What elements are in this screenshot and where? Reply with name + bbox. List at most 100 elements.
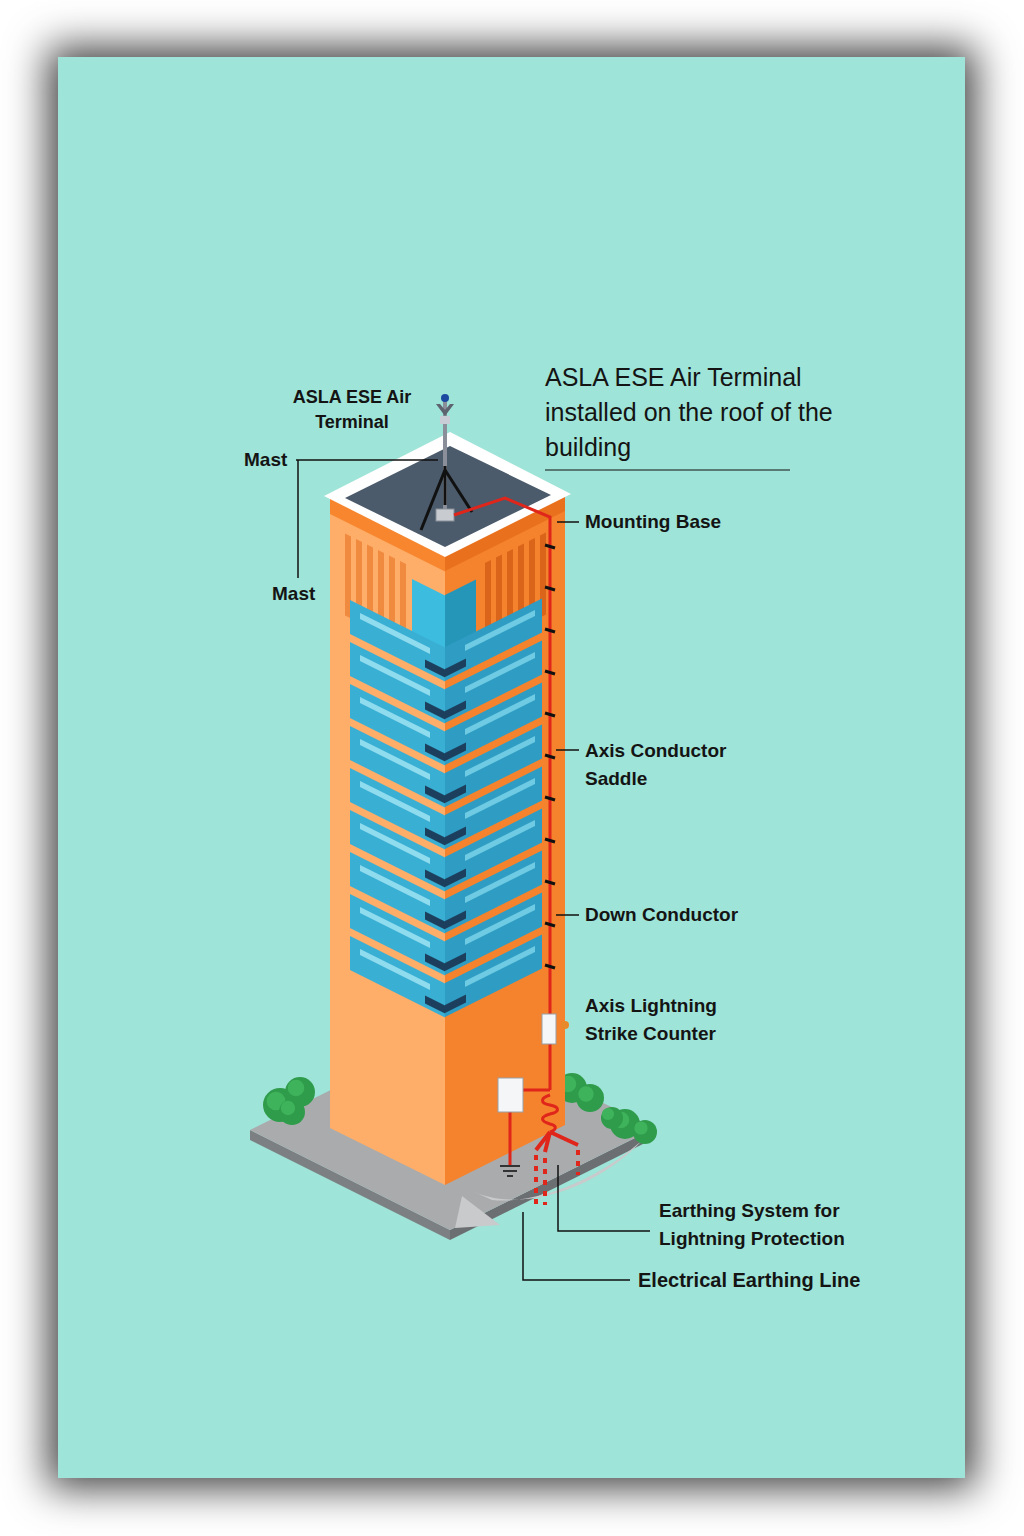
window-shade	[445, 827, 466, 846]
conductor-saddle	[545, 923, 555, 926]
leader-line	[523, 1212, 630, 1280]
window-stripe	[360, 865, 430, 906]
part-label: Down Conductor	[585, 904, 738, 926]
callout-title: ASLA ESE Air Terminal installed on the r…	[545, 360, 890, 465]
window-shade	[425, 828, 445, 846]
window-stripe	[465, 778, 535, 819]
test-box	[498, 1078, 523, 1112]
part-label: Axis Lightning Strike Counter	[585, 992, 750, 1048]
window-stripe	[465, 862, 535, 903]
leader-lines	[296, 460, 790, 1280]
window-stripe	[465, 946, 535, 987]
conductor-saddle	[545, 839, 555, 842]
window-stripe	[465, 610, 535, 651]
conductor-saddle	[545, 755, 555, 758]
tree-highlight	[288, 1080, 305, 1097]
tree	[576, 1084, 604, 1112]
window-stripe	[360, 655, 430, 696]
conductor-saddle	[545, 671, 555, 674]
conductor-saddle	[545, 587, 555, 590]
title-underline	[545, 469, 790, 470]
air-terminal-head	[436, 404, 454, 416]
air-terminal-tip	[441, 394, 449, 402]
window-shade	[425, 702, 445, 720]
earthing-rod	[536, 1132, 578, 1152]
window-shade	[425, 954, 445, 972]
window-stripe	[465, 904, 535, 945]
part-label: Mast	[244, 449, 287, 471]
roof-parapet	[324, 432, 571, 557]
plaza-path	[455, 1196, 500, 1228]
conductor-saddle	[545, 965, 555, 968]
window-stripe	[360, 907, 430, 948]
part-label: Electrical Earthing Line	[638, 1268, 860, 1292]
mast-tripod	[444, 466, 447, 505]
conductor-saddle	[545, 881, 555, 884]
window-shade	[445, 785, 466, 804]
window-shade	[445, 869, 466, 888]
conductor-saddle	[545, 545, 555, 548]
mast-tripod	[445, 470, 472, 512]
window-stripe	[360, 697, 430, 738]
part-label: Mast	[272, 583, 315, 605]
part-label: Mounting Base	[585, 511, 721, 533]
window-shade	[445, 701, 466, 720]
leader-line	[297, 460, 299, 578]
window-shade	[445, 995, 466, 1014]
part-label: ASLA ESE Air Terminal	[288, 385, 416, 435]
strike-counter	[542, 1014, 556, 1044]
ground-symbol	[503, 1170, 517, 1172]
window-shade	[425, 870, 445, 888]
window-shade	[425, 996, 445, 1014]
roof-surface	[345, 446, 551, 547]
tree-highlight	[578, 1086, 593, 1101]
leader-line	[557, 521, 579, 523]
window-shade	[425, 744, 445, 762]
window-shade	[445, 911, 466, 930]
tree	[633, 1120, 657, 1144]
tree	[601, 1107, 623, 1129]
earthing-coil	[543, 1095, 558, 1132]
window-stripe	[465, 652, 535, 693]
window-stripe	[465, 736, 535, 777]
window-stripe	[360, 781, 430, 822]
window-stripe	[465, 820, 535, 861]
conductor-saddle	[545, 797, 555, 800]
leader-line	[556, 749, 579, 751]
air-terminal-body	[440, 416, 450, 424]
tree-highlight	[602, 1108, 614, 1120]
building-right-face	[445, 495, 565, 1185]
counter-indicator	[561, 1021, 569, 1029]
window-shade	[425, 912, 445, 930]
window-shade	[425, 660, 445, 678]
leader-line	[556, 914, 579, 916]
leader-line	[296, 459, 438, 461]
earthing-rod-dotted	[543, 1158, 547, 1205]
ground-symbol	[500, 1165, 520, 1167]
window-stripe	[465, 694, 535, 735]
window-stripe	[360, 613, 430, 654]
window-band	[445, 935, 542, 1018]
window-band	[350, 936, 445, 1018]
ground-symbol	[507, 1175, 513, 1177]
tree	[279, 1099, 305, 1125]
tree-highlight	[281, 1101, 295, 1115]
window-stripe	[360, 739, 430, 780]
window-shade	[445, 953, 466, 972]
earthing-rod-dotted	[534, 1155, 538, 1205]
window-shade	[445, 659, 466, 678]
earthing-rod-dotted	[576, 1150, 580, 1175]
part-label: Axis Conductor Saddle	[585, 737, 750, 793]
mounting-base	[436, 509, 454, 521]
down-conductor	[454, 498, 550, 1166]
leader-line	[558, 1165, 650, 1231]
window-stripe	[360, 823, 430, 864]
part-label: Earthing System for Lightning Protection	[659, 1197, 904, 1253]
window-stripe	[360, 949, 430, 990]
window-shade	[425, 786, 445, 804]
conductor-saddle	[545, 713, 555, 716]
building-left-face	[330, 498, 445, 1185]
conductor-saddle	[545, 629, 555, 632]
window-shade	[445, 743, 466, 762]
